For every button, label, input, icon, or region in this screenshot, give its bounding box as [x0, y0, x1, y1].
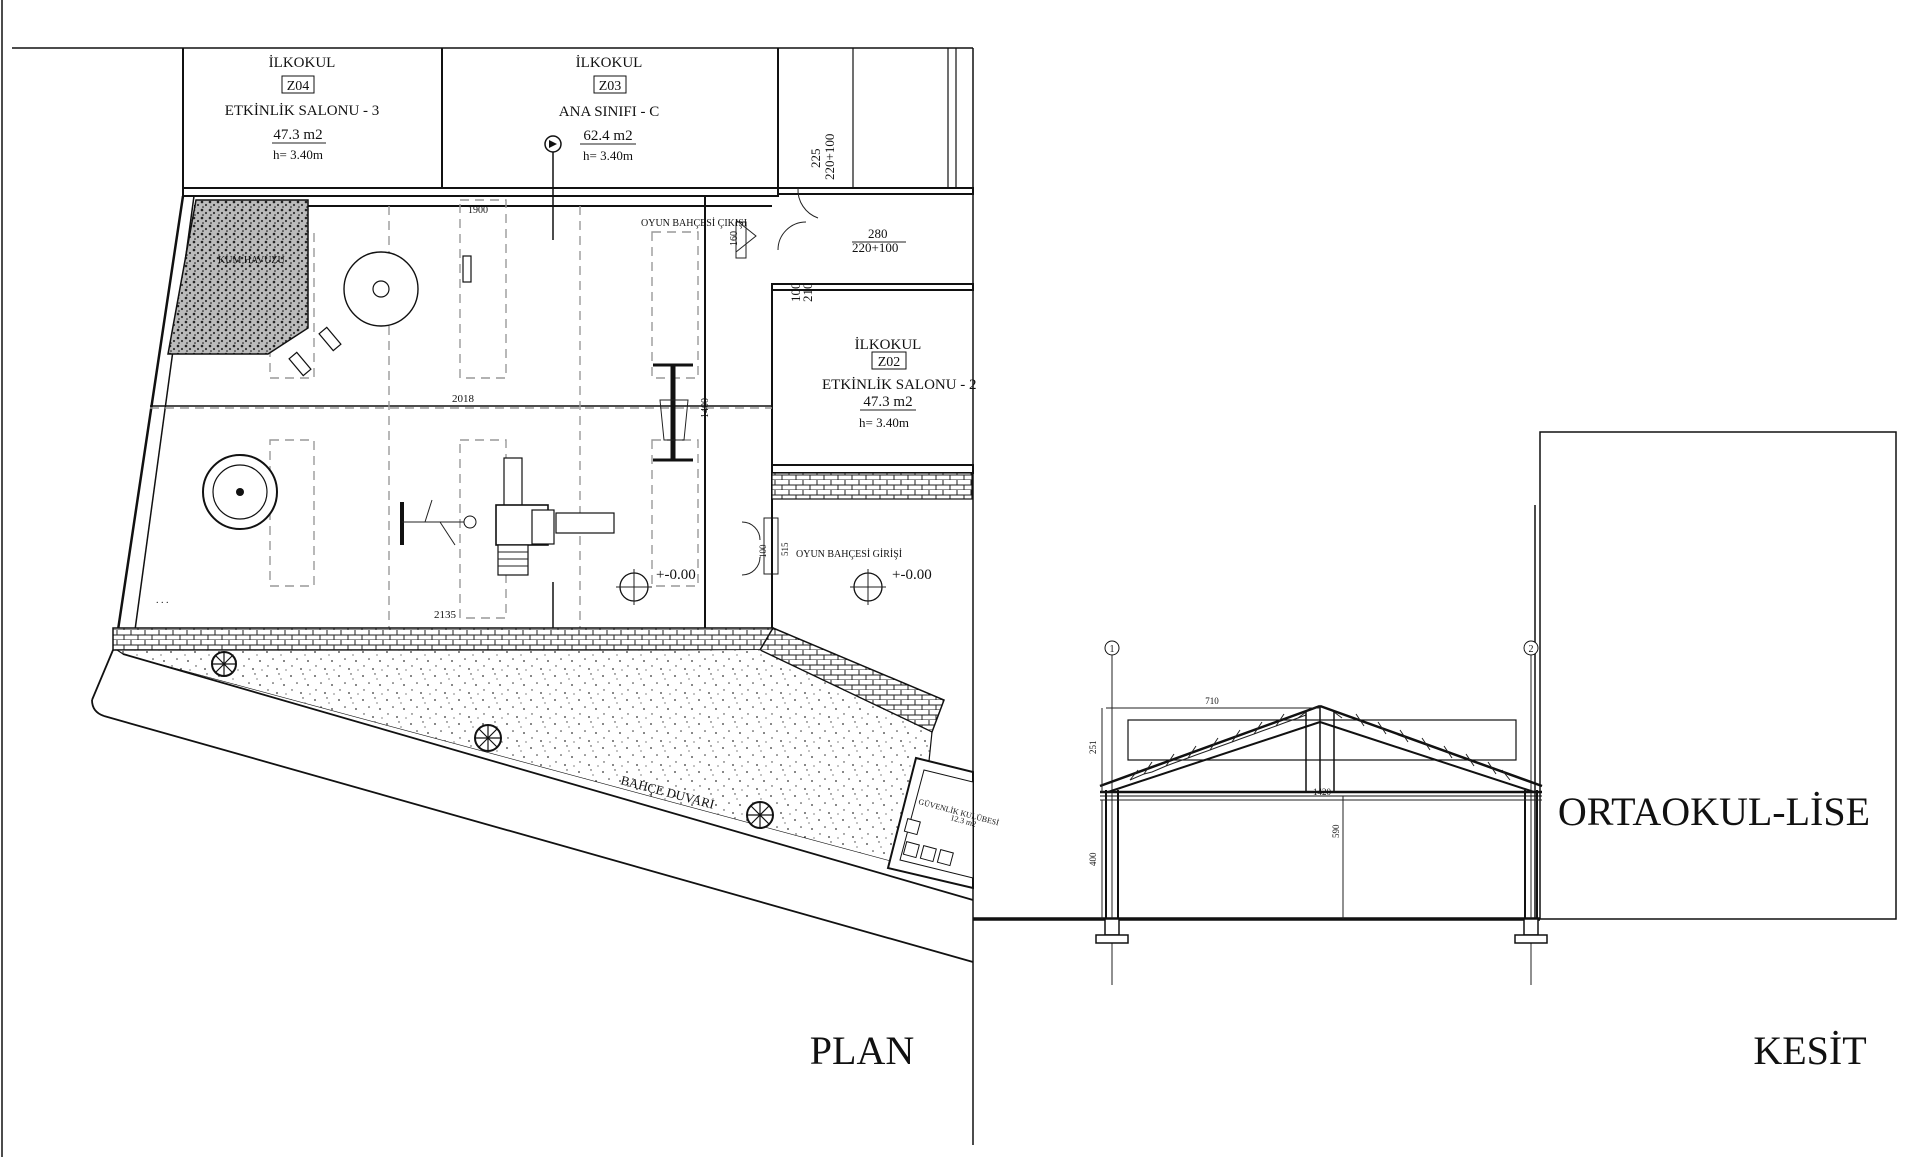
security-hut: GÜVENLİK KULÜBESİ 12.3 m2	[886, 756, 1000, 890]
room-z02-area: 47.3 m2	[863, 394, 912, 410]
dim-225: 225	[808, 149, 823, 169]
room-z02-code: Z02	[878, 355, 901, 370]
section-building-label: ORTAOKUL-LİSE	[1558, 789, 1870, 834]
room-z03-school: İLKOKUL	[576, 55, 643, 71]
dim-400: 400	[1088, 852, 1098, 866]
room-z02-name: ETKİNLİK SALONU - 2	[822, 377, 977, 393]
dim-251: 251	[1088, 741, 1098, 755]
section-title: KESİT	[1753, 1028, 1866, 1073]
room-z03: İLKOKUL Z03 ANA SINIFI - C 62.4 m2 h= 3.…	[559, 55, 659, 163]
room-z04-height: h= 3.40m	[273, 147, 323, 162]
dim-100b: 100	[758, 544, 768, 558]
room-z04-name: ETKİNLİK SALONU - 3	[225, 103, 380, 119]
tree-1	[211, 651, 237, 677]
axis-1-label: 1	[1110, 644, 1115, 655]
playground-exit-label: OYUN BAHÇESİ ÇIKIŞI	[641, 217, 747, 229]
room-z02-school: İLKOKUL	[855, 337, 922, 353]
room-z04-code: Z04	[287, 79, 310, 94]
section-view: ORTAOKUL-LİSE 1 2	[973, 431, 1897, 1073]
axis-2-label: 2	[1529, 644, 1534, 655]
drawing-frame	[1, 0, 974, 1157]
section-building: ORTAOKUL-LİSE	[1534, 431, 1897, 920]
dim-2135: 2135	[434, 609, 457, 621]
plan-view: İLKOKUL Z04 ETKİNLİK SALONU - 3 47.3 m2 …	[91, 48, 1000, 1073]
play-equipment	[202, 251, 693, 576]
room-z03-code: Z03	[599, 79, 622, 94]
level-marker-2: +-0.00	[850, 567, 932, 605]
tree-2	[474, 724, 502, 752]
sandpit: KUM HAVUZU	[167, 199, 309, 355]
room-z02-height: h= 3.40m	[859, 415, 909, 430]
plan-dots: . . .	[156, 595, 169, 606]
dim-515: 515	[780, 542, 790, 556]
dim-1420: 1420	[1313, 787, 1332, 797]
room-walls	[182, 48, 974, 474]
brick-walls	[112, 472, 973, 734]
tree-3	[746, 801, 774, 829]
dim-220-100-horizontal: 220+100	[852, 240, 898, 255]
garden-wall-lines	[91, 649, 974, 963]
section-dimensions: 710 1420 251 400 590	[1088, 696, 1542, 919]
dim-1400: 1400	[700, 398, 711, 418]
dim-710: 710	[1205, 696, 1219, 706]
level-marker-2-value: +-0.00	[892, 567, 932, 583]
room-z03-area: 62.4 m2	[583, 128, 632, 144]
gravel-garden: BAHÇE DUVARI	[115, 649, 933, 869]
dim-210: 210	[800, 283, 815, 303]
dim-590: 590	[1331, 824, 1341, 838]
dim-2018: 2018	[452, 393, 475, 405]
dim-100: 100	[788, 283, 803, 303]
section-marker-top	[544, 135, 562, 240]
doors	[735, 187, 819, 576]
roof-truss	[1099, 704, 1543, 797]
playground-entrance-label: OYUN BAHÇESİ GİRİŞİ	[796, 548, 902, 560]
level-marker-1-value: +-0.00	[656, 567, 696, 583]
room-z02: İLKOKUL Z02 ETKİNLİK SALONU - 2 47.3 m2 …	[822, 337, 977, 430]
plan-title: PLAN	[810, 1028, 914, 1073]
room-z04-school: İLKOKUL	[269, 55, 336, 71]
dim-1900: 1900	[468, 205, 488, 216]
playground-boundary	[116, 195, 773, 631]
room-z03-height: h= 3.40m	[583, 148, 633, 163]
room-z04-area: 47.3 m2	[273, 127, 322, 143]
level-marker-1: +-0.00	[616, 567, 696, 605]
dim-280: 280	[868, 226, 888, 241]
room-z04: İLKOKUL Z04 ETKİNLİK SALONU - 3 47.3 m2 …	[225, 55, 380, 162]
dim-160: 160	[729, 231, 740, 246]
dim-220-100-vertical: 220+100	[822, 134, 837, 180]
room-z03-name: ANA SINIFI - C	[559, 104, 659, 120]
sandpit-label: KUM HAVUZU	[218, 255, 286, 266]
columns	[1095, 790, 1548, 944]
